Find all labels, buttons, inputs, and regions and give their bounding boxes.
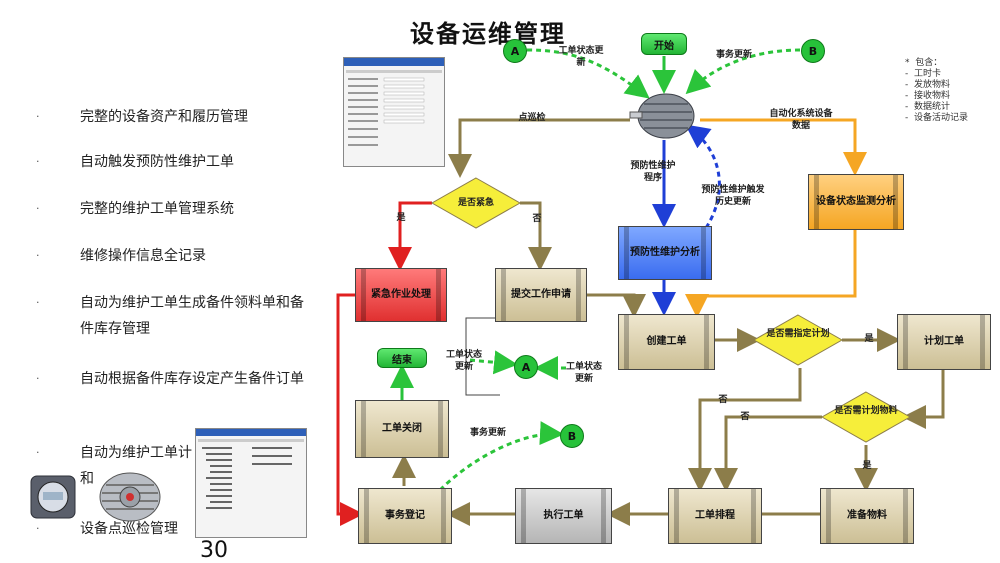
emergency-register-connector	[336, 293, 364, 526]
meter-icon	[30, 475, 76, 519]
status-bracket-line	[465, 317, 500, 396]
include-heading: * 包含：	[905, 58, 943, 68]
motor-device-image	[94, 465, 166, 525]
edge-label: 否	[718, 395, 728, 405]
motor-image	[628, 90, 700, 142]
end-node: 结束	[377, 348, 427, 368]
include-item: - 发放物料	[905, 80, 950, 90]
status-update-top-connector	[526, 48, 650, 99]
preventive-analysis-box: 预防性维护分析	[618, 226, 712, 280]
include-item: - 工时卡	[905, 69, 941, 79]
emergency-box: 紧急作业处理	[355, 268, 447, 322]
connector-a-top: A	[503, 39, 527, 63]
plan-diamond-shape	[752, 314, 844, 366]
schedule-box: 工单排程	[668, 488, 762, 544]
urgent-diamond-shape	[430, 177, 522, 229]
plan-order-box: 计划工单	[897, 314, 991, 370]
edge-label: 否	[740, 412, 750, 422]
edge-label: 是	[862, 461, 872, 471]
plan-material-connector	[902, 368, 945, 429]
inspection-connector	[448, 118, 630, 178]
create-order-box: 创建工单	[618, 314, 715, 370]
urgent-yes-connector	[388, 201, 432, 271]
condition-create-connector	[685, 228, 857, 318]
submit-request-box: 提交工作申请	[495, 268, 587, 322]
edge-label: 预防性维护程序	[630, 161, 676, 183]
connector-b-low: B	[560, 424, 584, 448]
transaction-update-top-connector	[685, 48, 801, 95]
execute-order-box: 执行工单	[515, 488, 612, 544]
condition-monitor-box: 设备状态监测分析	[808, 174, 904, 230]
urgent-decision: 是否紧急	[457, 198, 494, 208]
transaction-update-low-connector	[438, 421, 564, 492]
edge-label: 工单状态更新	[558, 46, 604, 68]
edge-label: 事务更新	[716, 50, 753, 60]
motor-icon	[629, 93, 695, 139]
edge-label: 点巡检	[518, 113, 546, 123]
form-screenshot-graphic	[344, 58, 444, 146]
material-no-connector	[714, 415, 822, 492]
include-item: - 数据统计	[905, 102, 950, 112]
tree-screenshot-thumbnail	[195, 428, 307, 538]
submit-create-connector	[585, 293, 646, 318]
include-item: - 接收物料	[905, 91, 950, 101]
urgent-no-connector	[520, 201, 552, 271]
motor-icon	[99, 472, 161, 522]
tree-screenshot-graphic	[196, 429, 306, 509]
prepare-material-box: 准备物料	[820, 488, 914, 544]
edge-label: 自动化系统设备数据	[769, 109, 833, 131]
page-number: 30	[200, 538, 228, 563]
plan-decision: 是否需指定计划	[766, 329, 830, 339]
edge-label: 事务更新	[470, 428, 507, 438]
pm-history-connector	[685, 124, 721, 229]
register-box: 事务登记	[358, 488, 452, 544]
edge-label: 工单状态更新	[445, 350, 482, 372]
software-screenshot-thumbnail	[343, 57, 445, 167]
meter-device-image	[28, 470, 78, 522]
include-item: - 设备活动记录	[905, 113, 968, 123]
edge-label: 是	[396, 213, 406, 223]
material-decision: 是否需计划物料	[834, 406, 898, 416]
start-node: 开始	[641, 33, 687, 55]
connector-b-top: B	[801, 39, 825, 63]
include-list: * 包含： - 工时卡 - 发放物料 - 接收物料 - 数据统计 - 设备活动记…	[905, 58, 968, 124]
page-title: 设备运维管理	[410, 20, 566, 48]
edge-label: 否	[532, 214, 542, 224]
auto-system-connector	[700, 118, 867, 176]
edge-label: 预防性维护触发历史更新	[701, 185, 765, 207]
connector-a-mid: A	[514, 355, 538, 379]
status-update-left-connector	[469, 350, 518, 375]
material-diamond-shape	[820, 391, 912, 443]
close-order-box: 工单关闭	[355, 400, 449, 458]
plan-no-connector	[688, 368, 802, 492]
edge-label: 工单状态更新	[565, 362, 602, 384]
edge-label: 是	[864, 334, 874, 344]
